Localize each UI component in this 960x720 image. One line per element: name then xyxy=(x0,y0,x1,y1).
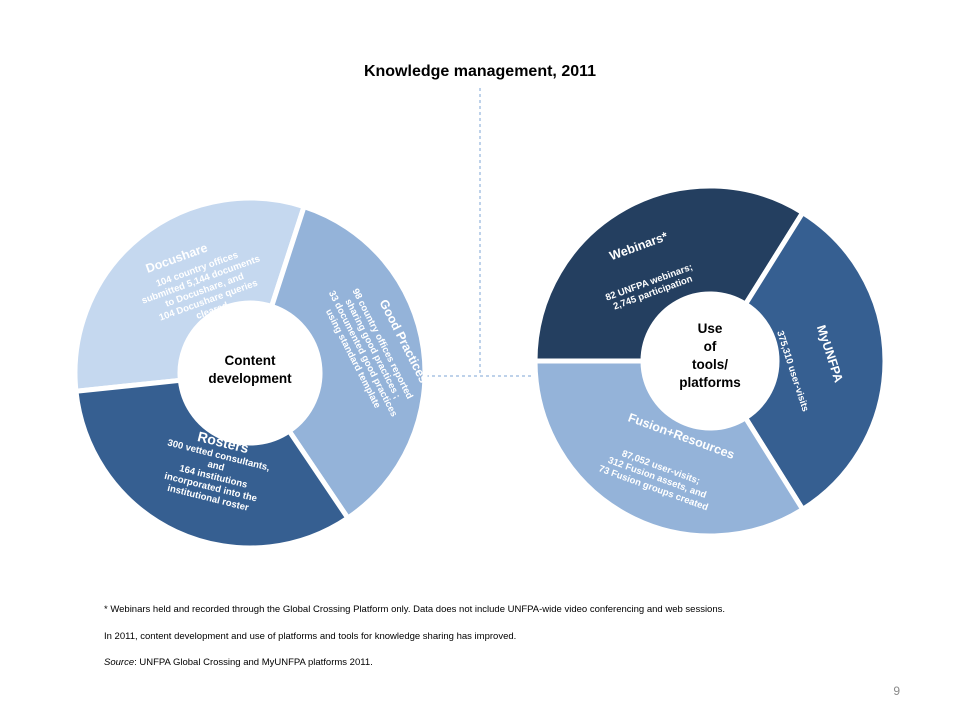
page-title: Knowledge management, 2011 xyxy=(363,63,597,80)
left-center-label: Content development xyxy=(208,353,292,386)
svg-text:of: of xyxy=(704,339,717,354)
connector-lines xyxy=(420,88,545,377)
source-label: Source xyxy=(104,657,135,668)
svg-text:and: and xyxy=(206,459,225,474)
summary-note: In 2011, content development and use of … xyxy=(104,631,517,642)
source-text: : UNFPA Global Crossing and MyUNFPA plat… xyxy=(134,657,373,668)
svg-text:platforms: platforms xyxy=(679,375,741,390)
svg-text:development: development xyxy=(208,371,292,386)
svg-text:tools/: tools/ xyxy=(692,357,728,372)
page-number: 9 xyxy=(893,684,900,698)
content-development-donut: Docushare 104 country offices submitted … xyxy=(72,195,431,551)
right-center-label: Use of tools/ platforms xyxy=(679,321,741,390)
source-note: Source: UNFPA Global Crossing and MyUNFP… xyxy=(104,657,864,668)
webinar-footnote: * Webinars held and recorded through the… xyxy=(104,604,726,615)
left-donut-hole xyxy=(179,302,321,444)
svg-text:Use: Use xyxy=(698,321,723,336)
svg-text:Content: Content xyxy=(225,353,276,368)
tools-platforms-donut: Webinars* 82 UNFPA webinars; 2,745 parti… xyxy=(532,183,888,539)
right-donut-hole xyxy=(642,293,778,429)
